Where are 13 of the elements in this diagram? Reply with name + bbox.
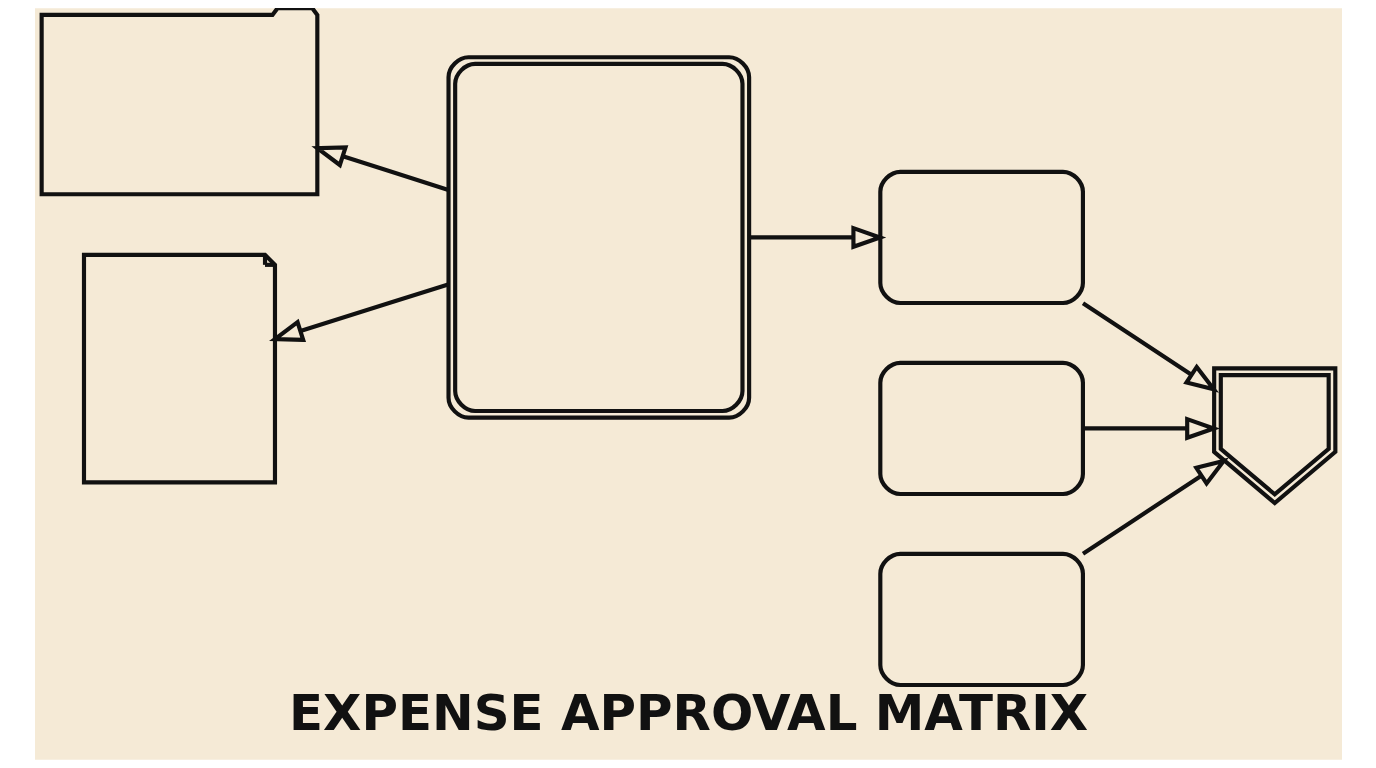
arrow [268, 282, 449, 343]
node-document [877, 360, 1085, 497]
arrow [1082, 416, 1220, 441]
node-document [877, 169, 1085, 306]
arrow [1081, 301, 1219, 393]
diagram-title: EXPENSE APPROVAL MATRIX [288, 683, 1088, 742]
node-document [877, 551, 1085, 688]
arrow [1081, 457, 1229, 556]
node-shield [1211, 366, 1337, 506]
node-folder [39, 8, 319, 197]
node-clipboard [445, 55, 751, 420]
arrow [310, 145, 449, 192]
arrow [748, 225, 886, 250]
